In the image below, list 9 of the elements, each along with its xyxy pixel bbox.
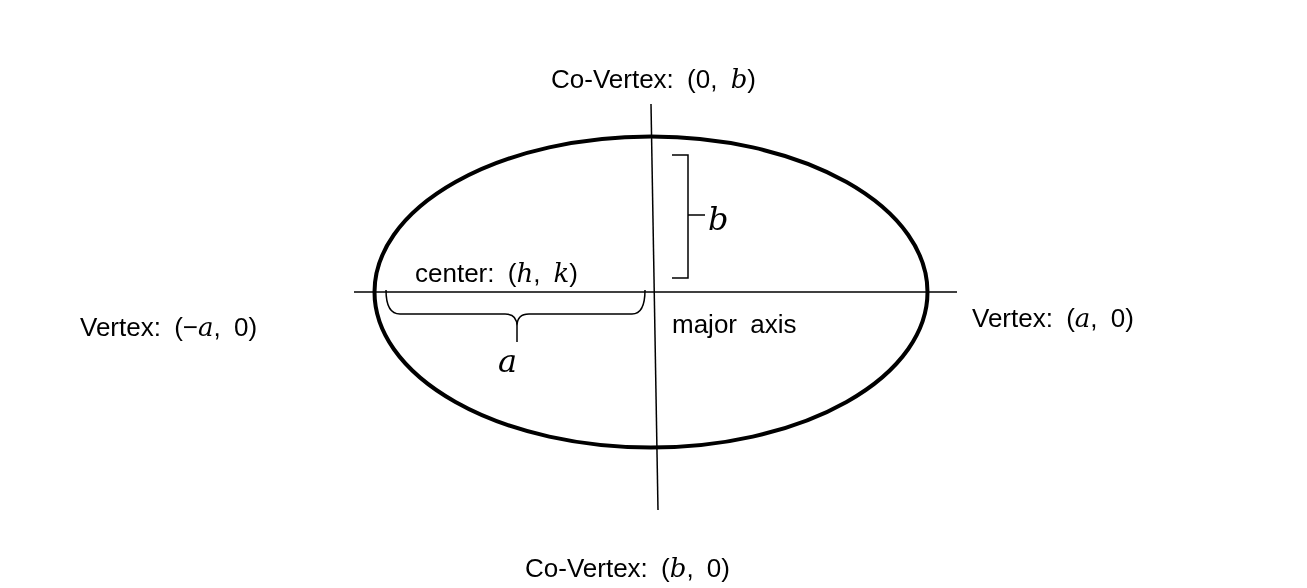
ellipse (372, 134, 930, 450)
dimension-label: b (708, 200, 729, 239)
point-label: Co-Vertex: (0, b) (551, 64, 756, 96)
point-label: Co-Vertex: (b, 0) (525, 553, 730, 585)
axis-label: major axis (672, 309, 797, 341)
point-label: Vertex: (a, 0) (972, 303, 1134, 335)
point-label: Vertex: (−a, 0) (80, 312, 258, 344)
center-label: center: (h, k) (415, 258, 578, 290)
dimension-label: a (498, 342, 518, 381)
